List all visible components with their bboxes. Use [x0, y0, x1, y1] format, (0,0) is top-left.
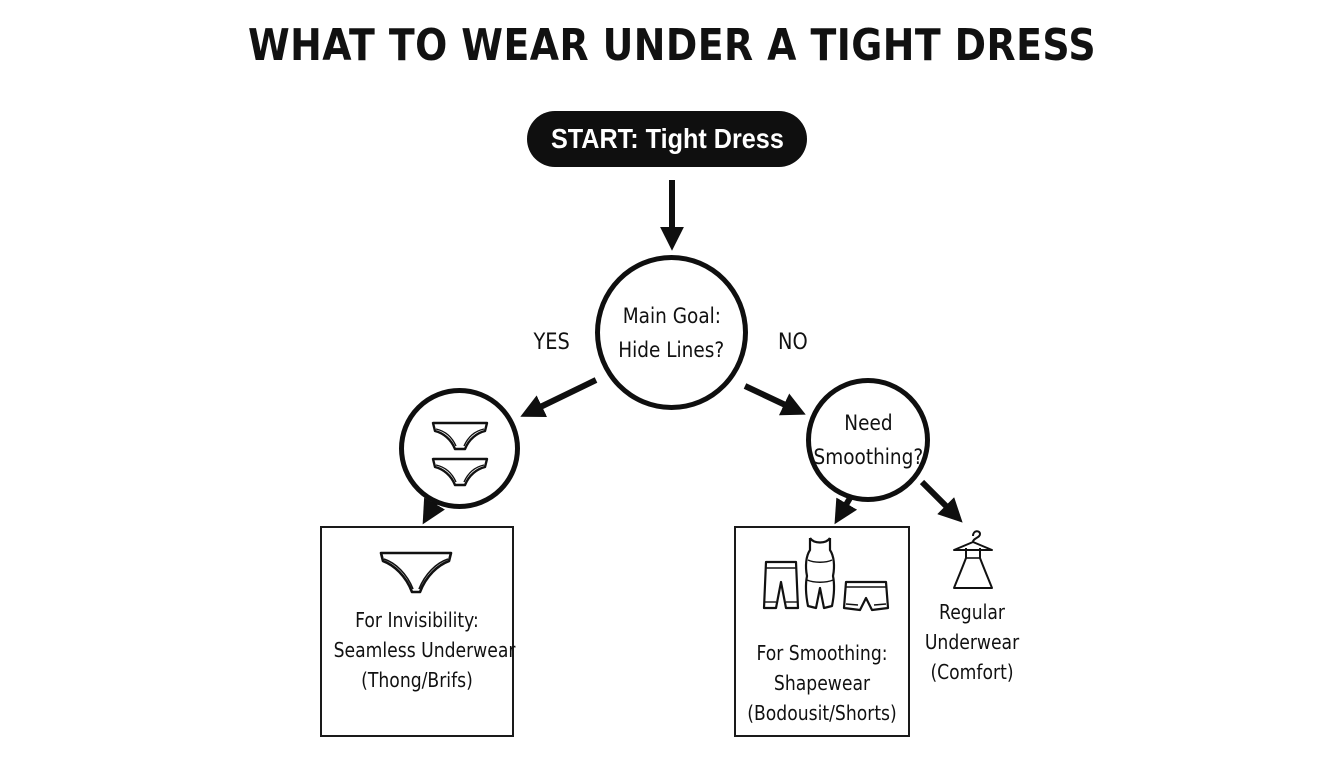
outcome-regular-line3: (Comfort)	[930, 660, 1014, 684]
boyshorts-icon	[842, 580, 890, 612]
branch-yes-label: YES	[533, 330, 570, 355]
decision-main-goal: Main Goal: Hide Lines?	[595, 255, 748, 410]
diagram-title: WHAT TO WEAR UNDER A TIGHT DRESS	[247, 20, 1097, 71]
outcome-invisibility-line1: For Invisibility:	[355, 608, 479, 632]
outcome-smoothing-line3: (Bodousit/Shorts)	[747, 701, 897, 725]
decision-main-line1: Main Goal:	[622, 303, 721, 328]
outcome-regular-line1: Regular	[939, 600, 1005, 624]
outcome-smoothing-box	[734, 526, 910, 737]
outcome-smoothing-line1: For Smoothing:	[756, 641, 888, 665]
outcome-regular-text: Regular Underwear (Comfort)	[912, 597, 1032, 687]
dress-on-hanger-icon	[953, 530, 993, 589]
yes-node	[399, 388, 520, 509]
branch-no-label: NO	[778, 330, 808, 355]
start-node: START: Tight Dress	[527, 111, 807, 167]
arrow-smoothing-to-regular	[919, 479, 963, 523]
decision-main-line2: Hide Lines?	[618, 337, 725, 362]
decision-need-smoothing: Need Smoothing?	[806, 378, 930, 502]
arrow-goal-to-yes	[520, 377, 598, 418]
outcome-smoothing-line2: Shapewear	[773, 671, 871, 695]
outcome-smoothing-text: For Smoothing: Shapewear (Bodousit/Short…	[734, 638, 910, 728]
arrow-goal-to-no	[743, 383, 806, 416]
decision-smoothing-line2: Smoothing?	[813, 445, 923, 469]
thong-icon	[379, 551, 453, 594]
briefs-icon	[431, 421, 488, 486]
start-label: START: Tight Dress	[550, 123, 784, 154]
outcome-invisibility-line2: Seamless Underwear	[333, 638, 516, 662]
outcome-invisibility-text: For Invisibility: Seamless Underwear (Th…	[320, 605, 516, 695]
outcome-regular-line2: Underwear	[924, 630, 1020, 654]
shapewear-icons	[762, 537, 890, 612]
bodysuit-icon	[804, 537, 836, 610]
decision-smoothing-line1: Need	[843, 411, 893, 435]
arrow-smoothing-to-shapewear	[834, 496, 858, 525]
shaping-shorts-icon	[762, 560, 800, 610]
outcome-invisibility-line3: (Thong/Brifs)	[361, 668, 473, 692]
outcome-invisibility-box	[320, 526, 514, 737]
